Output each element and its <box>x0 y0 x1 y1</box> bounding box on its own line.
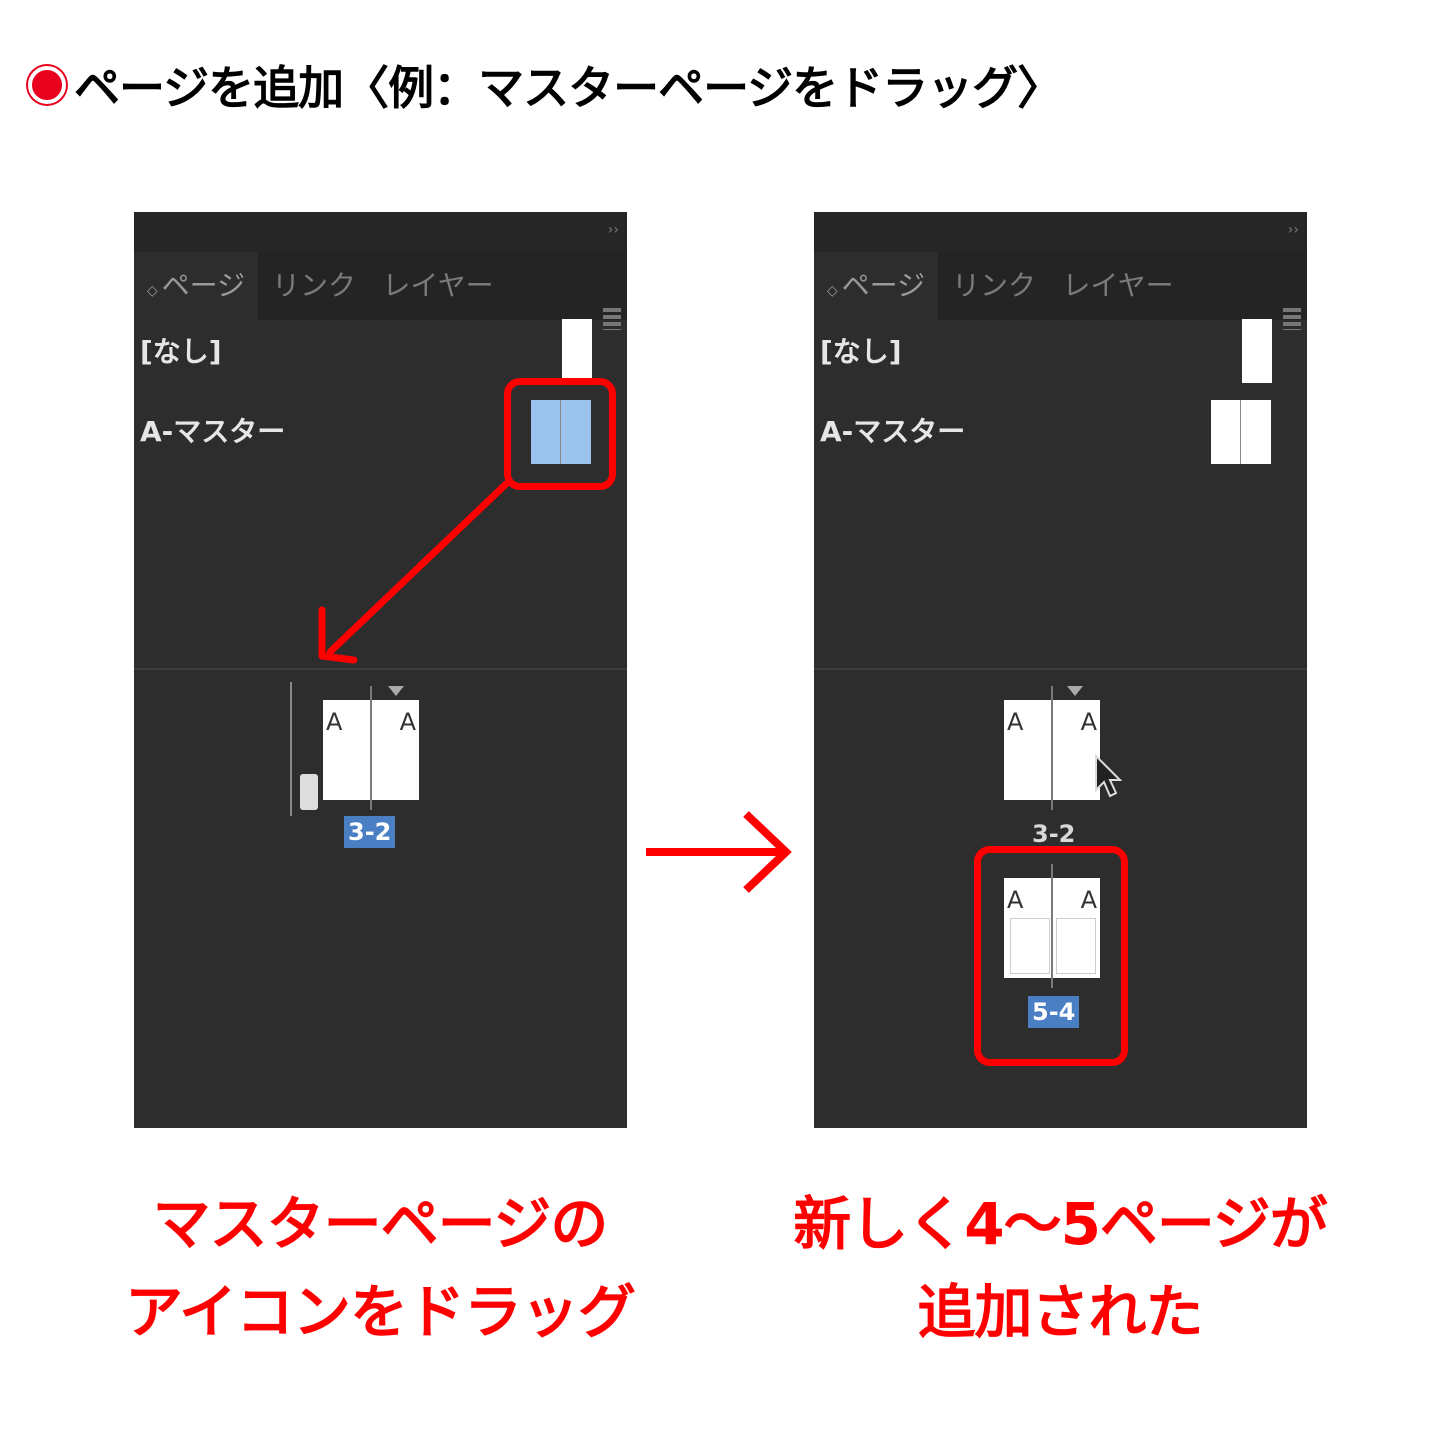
highlight-new-spread <box>974 846 1128 1066</box>
tab-links[interactable]: リンク <box>271 269 356 302</box>
caption-right-line2: 追加された <box>917 1278 1203 1346</box>
page-number-label: 3-2 <box>1032 820 1076 848</box>
collapse-icon[interactable]: ›› <box>1287 222 1299 238</box>
slide-heading: ページを追加〈例：マスターページをドラッグ〉 <box>28 52 1063 118</box>
panel-tabs: ◇ページ リンク レイヤー <box>814 252 1307 330</box>
panel-menu-icon[interactable] <box>1283 308 1301 330</box>
spread-left-master-label: A <box>1007 886 1024 914</box>
pages-panel-before: ›› ◇ページ リンク レイヤー [なし] A-マスター A A 3-2 <box>134 212 627 1128</box>
spread-pointer-icon <box>1067 686 1083 696</box>
caption-left: マスターページの アイコンをドラッグ <box>120 1180 640 1356</box>
spread-left-master-label: A <box>1007 708 1024 736</box>
master-none-label: [なし] <box>820 335 902 368</box>
panel-divider[interactable] <box>134 668 627 670</box>
collapse-icon[interactable]: ›› <box>607 222 619 238</box>
master-a-thumbnail-selected[interactable] <box>531 400 591 464</box>
spread-left-master-label: A <box>326 708 343 736</box>
tab-links[interactable]: リンク <box>951 269 1036 302</box>
page-frame <box>1056 918 1096 974</box>
panel-tabs: ◇ページ リンク レイヤー <box>134 252 627 330</box>
panel-divider[interactable] <box>814 668 1307 670</box>
master-a-label: A-マスター <box>140 415 286 448</box>
master-none-thumbnail[interactable] <box>1242 319 1272 383</box>
master-a-thumbnail[interactable] <box>1211 400 1271 464</box>
caption-right-line1: 新しく4～5ページが <box>793 1190 1328 1258</box>
red-bullet-icon <box>28 66 66 104</box>
page-number-badge: 3-2 <box>344 816 396 848</box>
page-frame <box>1010 918 1050 974</box>
spread-pointer-icon <box>388 686 404 696</box>
master-none-thumbnail[interactable] <box>562 319 592 383</box>
panel-title-bar: ›› <box>814 212 1307 252</box>
highlight-master-icon <box>504 378 616 490</box>
page-spread-new[interactable]: A A <box>1004 864 1100 988</box>
page-spread[interactable]: A A <box>323 686 419 810</box>
tab-sort-icon: ◇ <box>146 283 158 299</box>
tab-layers[interactable]: レイヤー <box>382 269 494 302</box>
master-none-label: [なし] <box>140 335 222 368</box>
arrow-icon <box>646 811 792 893</box>
spread-right-master-label: A <box>1080 708 1097 736</box>
caption-left-line1: マスターページの <box>152 1190 609 1258</box>
spread-right-master-label: A <box>1080 886 1097 914</box>
caption-right: 新しく4～5ページが 追加された <box>790 1180 1330 1356</box>
spread-right-master-label: A <box>399 708 416 736</box>
pages-panel-after: ›› ◇ページ リンク レイヤー [なし] A-マスター A A 3-2 A A… <box>814 212 1307 1128</box>
panel-menu-icon[interactable] <box>603 308 621 330</box>
caption-left-line2: アイコンをドラッグ <box>124 1278 636 1346</box>
insertion-bar <box>290 682 292 816</box>
tab-layers[interactable]: レイヤー <box>1062 269 1174 302</box>
page-number-badge-new: 5-4 <box>1028 996 1080 1028</box>
panel-title-bar: ›› <box>134 212 627 252</box>
master-a-label: A-マスター <box>820 415 966 448</box>
page-spread-existing[interactable]: A A <box>1004 686 1100 810</box>
heading-text: ページを追加〈例：マスターページをドラッグ〉 <box>74 61 1063 115</box>
tab-pages[interactable]: ◇ページ <box>134 252 258 320</box>
tab-sort-icon: ◇ <box>826 283 838 299</box>
tab-pages[interactable]: ◇ページ <box>814 252 938 320</box>
drag-hand-icon <box>300 774 318 810</box>
